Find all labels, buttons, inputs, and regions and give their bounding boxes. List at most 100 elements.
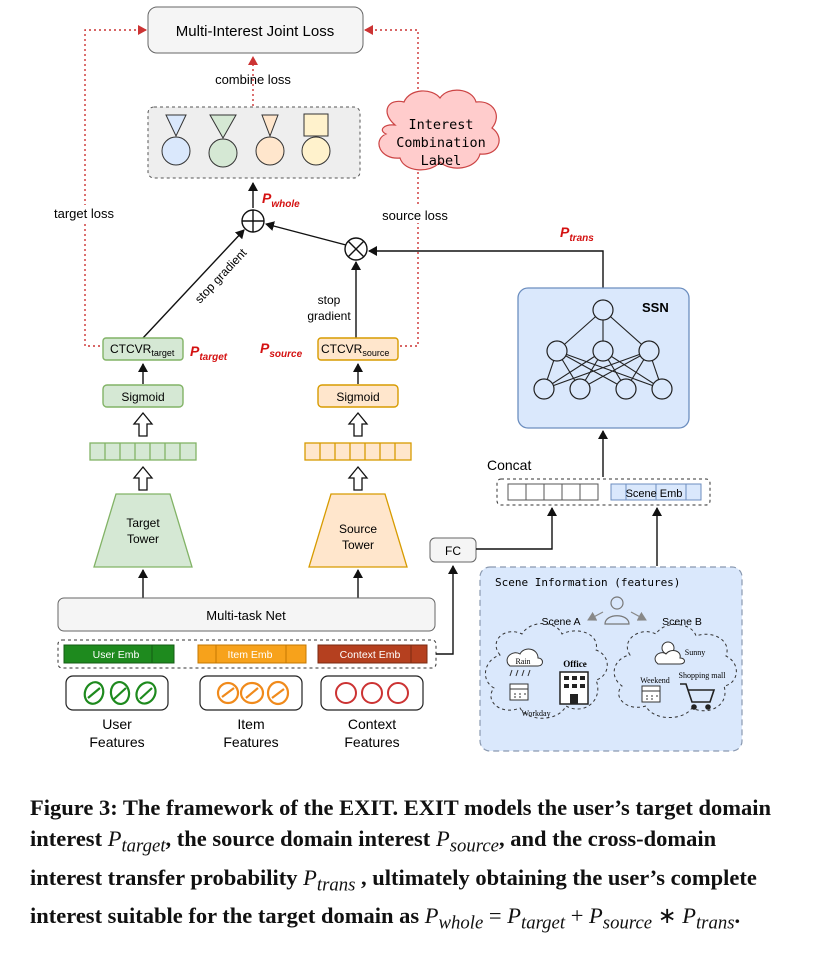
caption-math-p-trans-2: Ptrans — [682, 903, 735, 934]
loss-paths — [84, 25, 419, 347]
joint-loss-label: Multi-Interest Joint Loss — [176, 23, 334, 40]
stop-gradient-right-1: stop — [318, 293, 341, 307]
hollow-arrows — [132, 411, 369, 491]
cloud-line-2: Combination — [396, 135, 485, 151]
item-emb: Item Emb — [197, 644, 307, 664]
ctcvr-target-box: CTCVRtarget — [102, 337, 184, 361]
caption-math-p-target-2: Ptarget — [507, 903, 566, 934]
yellow-interest-shape — [301, 136, 331, 166]
workday-calendar-icon — [509, 683, 529, 701]
scene-a-cloud — [485, 623, 608, 719]
caption-math-p-target: Ptarget — [107, 826, 166, 857]
interest-shapes-panel — [147, 106, 361, 179]
source-tower-line-1: Source — [339, 522, 377, 536]
concat-label: Concat — [487, 457, 531, 473]
item-features-line-1: Item — [237, 716, 264, 732]
interest-combination-cloud: Interest Combination Label — [378, 89, 500, 171]
combine-loss-label: combine loss — [215, 72, 291, 87]
user-features-line-2: Features — [89, 734, 144, 750]
target-tower-line-1: Target — [126, 516, 160, 530]
concat-fc-vector — [507, 483, 599, 501]
multitask-net-box — [57, 597, 436, 632]
scene-emb: Scene Emb — [610, 483, 702, 501]
plus-operator — [241, 209, 265, 233]
target-vector — [89, 442, 197, 461]
user-features-line-1: User — [102, 716, 132, 732]
cloud-line-3: Label — [421, 153, 462, 169]
sigmoid-source-label: Sigmoid — [336, 390, 379, 404]
multitask-net-label: Multi-task Net — [206, 608, 286, 623]
item-emb-label: Item Emb — [228, 649, 273, 661]
caption-text-3: , and the cross-domain interest transfer… — [30, 826, 717, 890]
scene-b-label: Scene B — [662, 616, 702, 628]
sigmoid-target-label: Sigmoid — [121, 390, 164, 404]
scene-information-panel: Scene Information (features) Scene A Sce… — [479, 566, 743, 752]
joint-loss-box: Multi-Interest Joint Loss — [147, 6, 364, 54]
fc-box — [429, 537, 477, 563]
ctcvr-source-box: CTCVRsource — [317, 337, 399, 361]
user-emb-label: User Emb — [93, 649, 140, 661]
scene-a-label: Scene A — [541, 616, 580, 628]
orange-interest-shape — [255, 136, 285, 166]
caption-text-4: , ultimately obtaining the user’s comple… — [30, 864, 757, 929]
context-features-line-1: Context — [348, 716, 396, 732]
caption-math-p-trans: Ptrans — [303, 864, 356, 896]
weekend-calendar-icon — [641, 685, 661, 703]
scene-info-label: Scene Information (features) — [495, 576, 680, 589]
shopping-mall-label: Shopping mall — [679, 671, 727, 680]
rain-label: Rain — [515, 657, 530, 666]
caption-text-2: , the source domain interest — [165, 826, 436, 851]
user-emb: User Emb — [63, 644, 175, 664]
scene-emb-label: Scene Emb — [626, 488, 683, 500]
context-emb: Context Emb — [317, 644, 428, 664]
source-tower: Source Tower — [308, 493, 408, 568]
source-vector — [304, 442, 412, 461]
p-source-label: Psource — [260, 340, 303, 360]
stop-gradient-right-2: gradient — [307, 309, 351, 323]
fc-label: FC — [445, 544, 461, 558]
target-tower: Target Tower — [93, 493, 193, 568]
sigmoid-target-box — [102, 384, 184, 408]
sunny-label: Sunny — [685, 648, 705, 657]
caption-math-p-whole: Pwhole — [424, 903, 484, 934]
workday-label: Workday — [521, 709, 550, 718]
item-features-line-2: Features — [223, 734, 278, 750]
caption-times: ∗ — [652, 903, 683, 928]
context-features: Context Features — [320, 675, 424, 750]
weekend-label: Weekend — [640, 676, 670, 685]
item-features: Item Features — [199, 675, 303, 750]
ctcvr-source-label: CTCVRsource — [321, 342, 389, 358]
caption-plus: + — [565, 903, 590, 928]
blue-interest-shape — [161, 136, 191, 166]
office-label: Office — [563, 659, 586, 669]
caption-text-1: Figure 3: The framework of the EXIT. EXI… — [30, 795, 771, 851]
rain-icon — [506, 648, 543, 677]
sunny-icon — [654, 641, 685, 665]
p-trans-label: Ptrans — [560, 224, 594, 244]
times-operator — [344, 237, 368, 261]
shopping-cart-icon — [680, 683, 716, 710]
caption-math-p-source-2: Psource — [589, 903, 653, 934]
green-interest-shape — [208, 138, 238, 168]
target-tower-line-2: Tower — [127, 532, 159, 546]
office-building-icon — [559, 671, 589, 705]
caption-math-p-source: Psource — [435, 826, 499, 857]
ctcvr-target-label: CTCVRtarget — [110, 342, 175, 358]
p-whole-label: Pwhole — [262, 190, 300, 210]
context-features-line-2: Features — [344, 734, 399, 750]
cloud-line-1: Interest — [408, 117, 473, 133]
user-features: User Features — [65, 675, 169, 750]
sigmoid-source-box — [317, 384, 399, 408]
source-tower-line-2: Tower — [342, 538, 374, 552]
figure-caption: Figure 3: The framework of the EXIT. EXI… — [30, 792, 790, 939]
ssn-box: SSN — [517, 287, 690, 429]
caption-end: . — [734, 903, 741, 928]
ssn-label: SSN — [642, 300, 669, 315]
scene-b-cloud — [613, 624, 737, 718]
framework-diagram: Multi-Interest Joint Loss combine loss t… — [54, 6, 743, 752]
target-loss-label: target loss — [54, 206, 114, 221]
source-loss-label: source loss — [382, 208, 448, 223]
context-emb-label: Context Emb — [340, 649, 401, 661]
p-target-label: Ptarget — [190, 343, 228, 363]
person-icon — [604, 596, 630, 625]
